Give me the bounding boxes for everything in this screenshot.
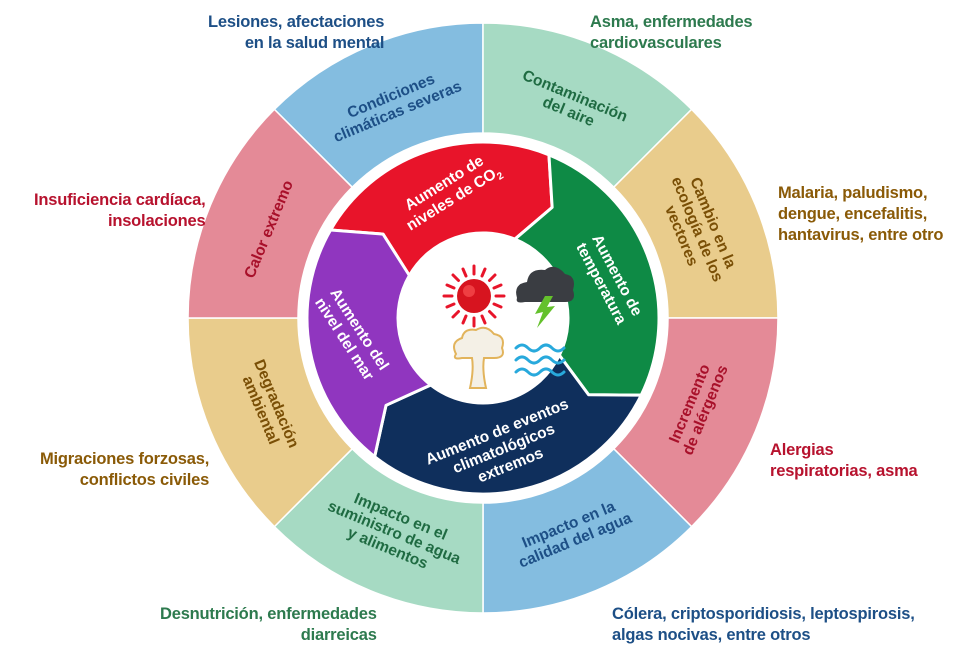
- inner-segment-nivel-mar: Aumento delnivel del mar: [305, 228, 433, 459]
- outer-segment-calor: Calor extremo: [187, 108, 354, 319]
- outer-segment-condiciones: Condicionesclimáticas severas: [273, 22, 484, 189]
- center-disc: [398, 233, 574, 403]
- inner-segment-temperatura: Aumento detemperatura: [513, 153, 661, 397]
- sun-icon: [442, 264, 506, 328]
- inner-segment-eventos: Aumento de eventosclimatológicosextremos: [373, 353, 643, 496]
- label-migraciones: Migraciones forzosas, conflictos civiles: [40, 450, 210, 489]
- outer-segment-contaminacion: Contaminacióndel aire: [482, 22, 693, 189]
- outer-segment-alergenos: Incrementode alérgenos: [612, 317, 779, 528]
- outer-segment-suministro: Impacto en elsuministro de aguay aliment…: [273, 447, 484, 614]
- label-alergias: Alergias respiratorias, asma: [770, 441, 918, 480]
- outer-segment-calidad-agua: Impacto en lacalidad del agua: [482, 447, 693, 614]
- inner-segment-co2: Aumento deniveles de CO2: [329, 140, 554, 277]
- mushroom-cloud-icon: [453, 326, 504, 389]
- label-lesiones: Lesiones, afectaciones en la salud menta…: [208, 13, 385, 52]
- outer-segment-degradacion: Degradaciónambiental: [187, 317, 354, 528]
- label-malaria: Malaria, paludismo, dengue, encefalitis,…: [778, 184, 944, 244]
- label-desnutricion: Desnutrición, enfermedades diarreicas: [160, 605, 377, 644]
- water-waves-icon: [514, 343, 566, 377]
- storm-cloud-icon: [516, 266, 574, 328]
- label-colera: Cólera, criptosporidiosis, leptospirosis…: [612, 605, 915, 644]
- label-asma: Asma, enfermedades cardiovasculares: [590, 13, 753, 52]
- label-insuficiencia: Insuficiencia cardíaca, insolaciones: [34, 191, 206, 230]
